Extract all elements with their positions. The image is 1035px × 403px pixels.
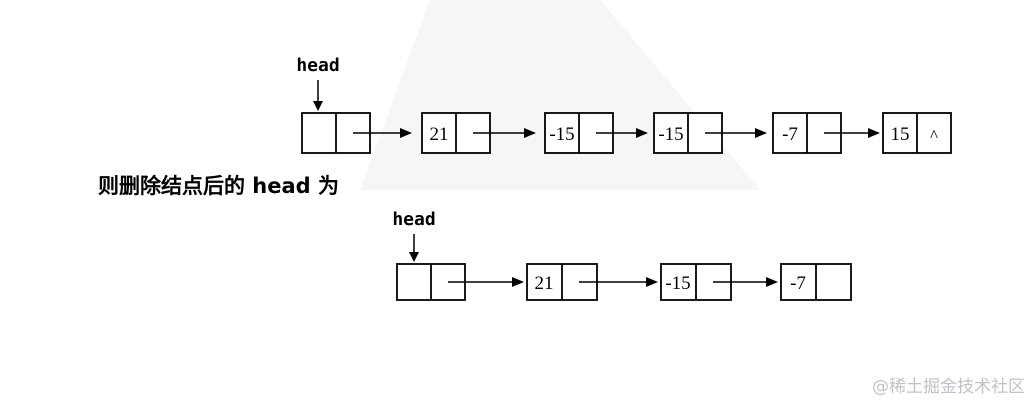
list-node [396,263,524,301]
null-pointer-symbol: ^ [930,126,938,145]
list-node: 21 [526,263,658,301]
caption-text: 则删除结点后的 head 为 [98,174,339,198]
list-node: -15 [544,112,648,154]
list-node: 21 [421,112,536,154]
node-value: -7 [790,273,806,294]
node-value: 21 [430,124,449,145]
head-label-after: head [392,209,435,230]
node-value: -15 [665,273,690,294]
head-pointer-arrow-after [409,234,419,262]
node-value: -15 [549,124,574,145]
watermark-text: @稀土掘金技术社区 [872,377,1025,397]
list-node: -15 [653,112,767,154]
head-pointer-arrow-before [313,80,323,111]
list-node: -15 [660,263,778,301]
node-value: -7 [782,124,798,145]
list-node: -7 [772,112,880,154]
node-value: 21 [535,273,554,294]
background-shape [360,0,760,190]
node-value: -15 [658,124,683,145]
list-node: -7 [780,263,852,301]
list-node [301,112,412,154]
head-label-before: head [296,55,339,76]
list-node-tail: 15 ^ [882,112,952,154]
node-value: 15 [891,124,910,145]
